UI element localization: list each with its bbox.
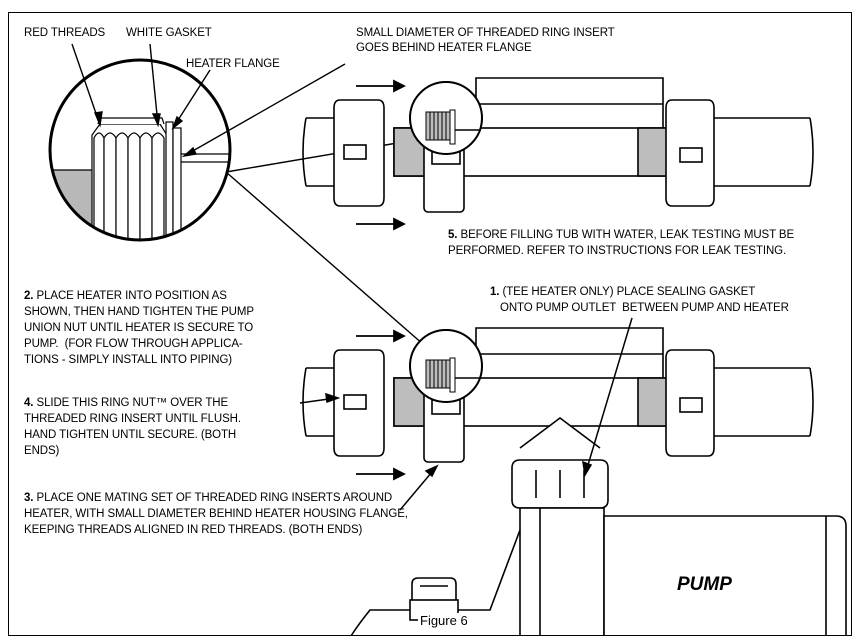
- step3-line3: KEEPING THREADS ALIGNED IN RED THREADS. …: [24, 524, 363, 536]
- label-white-gasket: WHITE GASKET: [126, 27, 212, 39]
- step1-line2: ONTO PUMP OUTLET BETWEEN PUMP AND HEATER: [500, 302, 789, 314]
- step1-line1: 1. (TEE HEATER ONLY) PLACE SEALING GASKE…: [490, 286, 756, 298]
- step2-line4: PUMP. (FOR FLOW THROUGH APPLICA-: [24, 338, 243, 350]
- label-red-threads: RED THREADS: [24, 27, 106, 39]
- step3-line2: HEATER, WITH SMALL DIAMETER BEHIND HEATE…: [24, 508, 408, 520]
- step4-line1: 4. SLIDE THIS RING NUT™ OVER THE: [24, 397, 229, 409]
- middle-arrows: [356, 329, 407, 481]
- step4-line4: ENDS): [24, 445, 60, 457]
- top-heater-assembly: [302, 77, 814, 213]
- step5-line2: PERFORMED. REFER TO INSTRUCTIONS FOR LEA…: [448, 245, 787, 257]
- magnified-thread-detail: [48, 58, 232, 242]
- step2-line3: UNION NUT UNTIL HEATER IS SECURE TO: [24, 322, 254, 334]
- middle-heater-assembly: [302, 327, 814, 463]
- label-small-diameter-2: GOES BEHIND HEATER FLANGE: [356, 42, 532, 54]
- step3-line1: 3. PLACE ONE MATING SET OF THREADED RING…: [24, 492, 393, 504]
- step2-line2: SHOWN, THEN HAND TIGHTEN THE PUMP: [24, 306, 254, 318]
- step2-line5: TIONS - SIMPLY INSTALL INTO PIPING): [24, 354, 233, 366]
- callout-arrows: [299, 317, 633, 511]
- label-small-diameter-1: SMALL DIAMETER OF THREADED RING INSERT: [356, 27, 615, 39]
- step4-line2: THREADED RING INSERT UNTIL FLUSH.: [24, 413, 241, 425]
- figure-frame: [8, 12, 852, 636]
- step2-line1: 2. PLACE HEATER INTO POSITION AS: [24, 290, 227, 302]
- pump-label: PUMP: [677, 574, 732, 595]
- top-arrows: [356, 79, 407, 231]
- step4-line3: HAND TIGHTEN UNTIL SECURE. (BOTH: [24, 429, 237, 441]
- label-heater-flange: HEATER FLANGE: [186, 58, 280, 70]
- step5-line1: 5. BEFORE FILLING TUB WITH WATER, LEAK T…: [448, 229, 795, 241]
- pump-assembly: [350, 459, 847, 635]
- figure-caption: Figure 6: [418, 613, 470, 628]
